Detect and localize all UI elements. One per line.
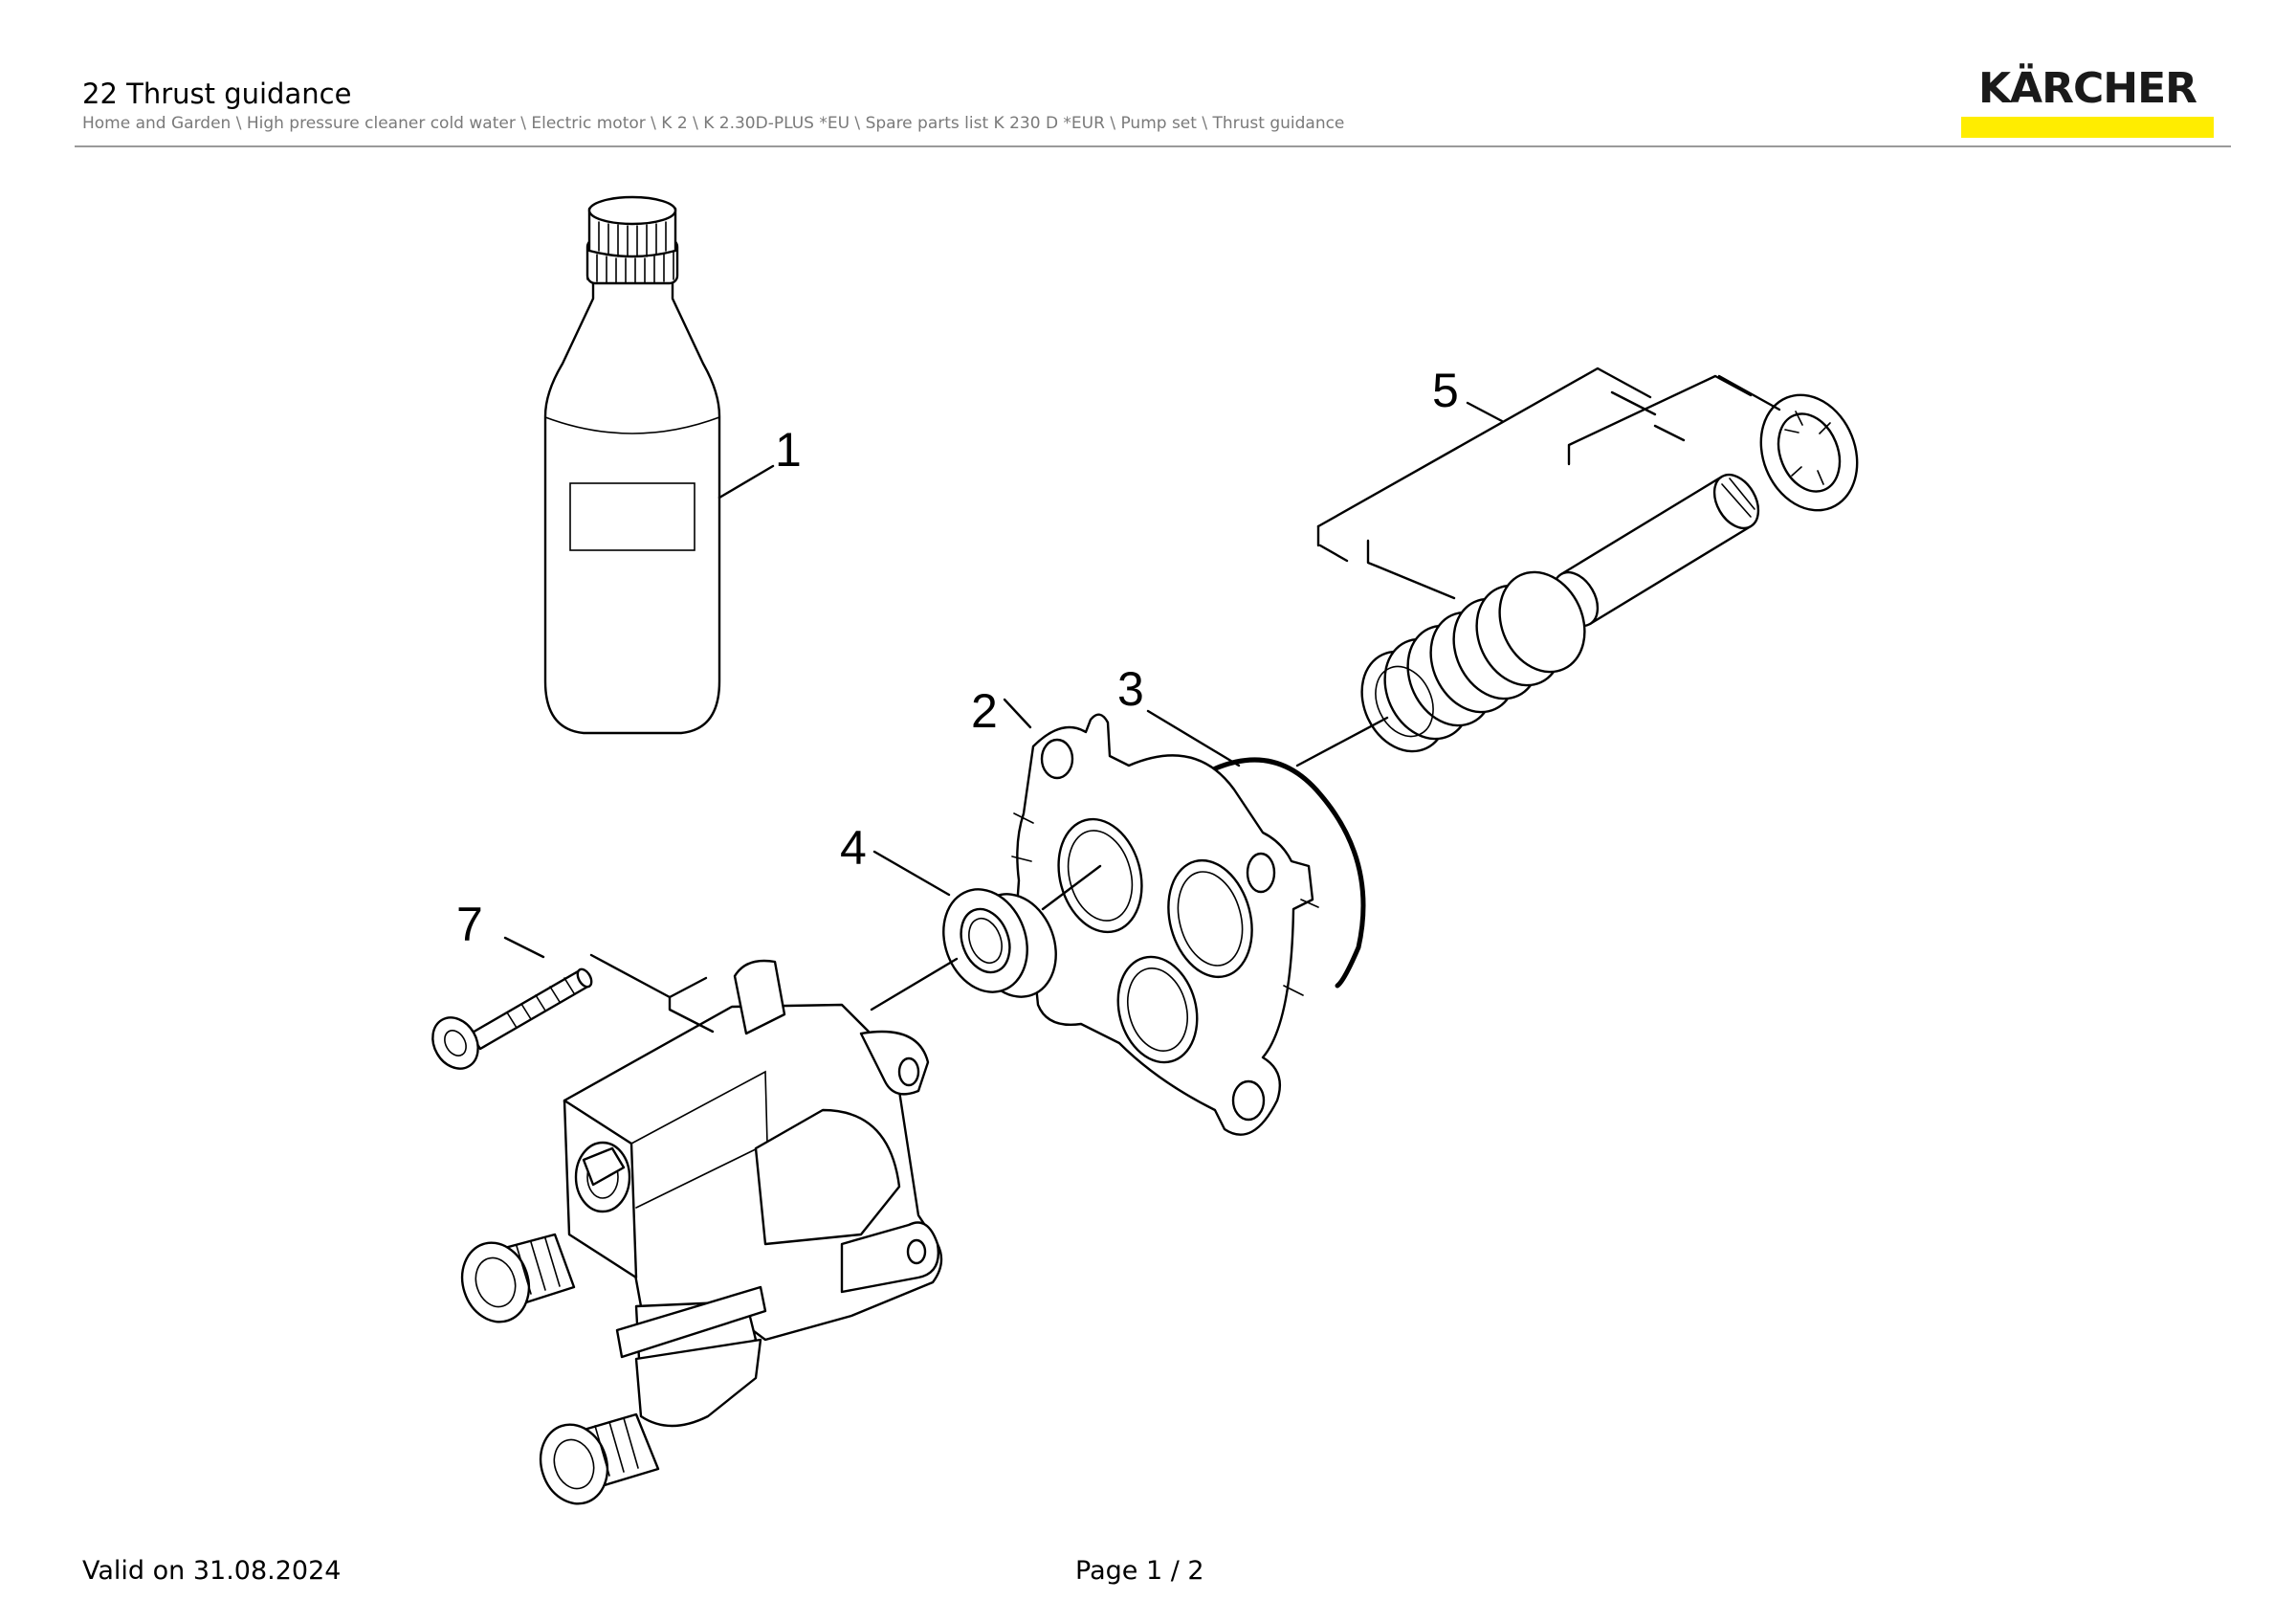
page-title: 22 Thrust guidance — [82, 78, 352, 110]
breadcrumb: Home and Garden \ High pressure cleaner … — [82, 114, 1345, 133]
callout-7: 7 — [456, 898, 483, 951]
part-2-thrust-plate — [1011, 713, 1319, 1136]
page-number: Page 1 / 2 — [1075, 1556, 1204, 1586]
valid-date: Valid on 31.08.2024 — [82, 1556, 342, 1586]
part-3-o-ring — [1199, 757, 1366, 989]
logo-yellow-bar — [1961, 117, 2214, 138]
callout-4: 4 — [840, 821, 867, 875]
callout-5: 5 — [1432, 364, 1459, 417]
callout-2: 2 — [971, 684, 998, 738]
leader-lines — [503, 367, 1781, 1034]
part-1-oil-bottle — [543, 195, 721, 735]
pump-housing-assembly — [460, 959, 943, 1505]
callout-3: 3 — [1117, 662, 1144, 716]
karcher-logo: KÄRCHER — [1961, 63, 2214, 138]
header-divider — [75, 145, 2231, 147]
part-5-spring-piston-set — [1360, 393, 1859, 753]
part-4-seal-ring — [942, 888, 1057, 998]
callout-1: 1 — [775, 423, 802, 477]
part-7-screw — [431, 967, 593, 1070]
logo-wordmark: KÄRCHER — [1977, 64, 2197, 113]
